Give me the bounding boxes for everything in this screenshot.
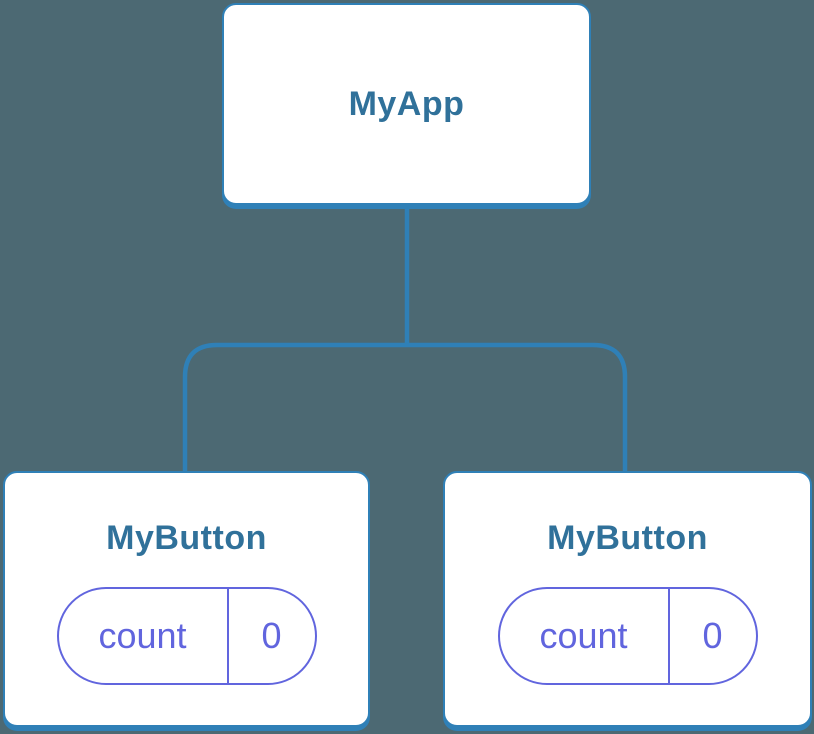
state-value-cell: 0	[261, 615, 282, 656]
node-title-myapp: MyApp	[348, 84, 465, 123]
state-pill-right: count 0	[497, 587, 758, 685]
tree-node-myapp: MyApp	[222, 3, 591, 205]
tree-node-mybutton-right: MyButton count 0	[443, 471, 812, 727]
state-pill-left: count 0	[56, 587, 317, 685]
children-bracket-line	[182, 342, 628, 476]
state-key-cell: count	[59, 589, 229, 683]
state-value-cell: 0	[702, 615, 723, 656]
tree-node-mybutton-left: MyButton count 0	[3, 471, 370, 727]
state-key-cell: count	[500, 589, 670, 683]
node-title-mybutton-left: MyButton	[106, 519, 267, 557]
node-title-mybutton-right: MyButton	[547, 519, 708, 557]
